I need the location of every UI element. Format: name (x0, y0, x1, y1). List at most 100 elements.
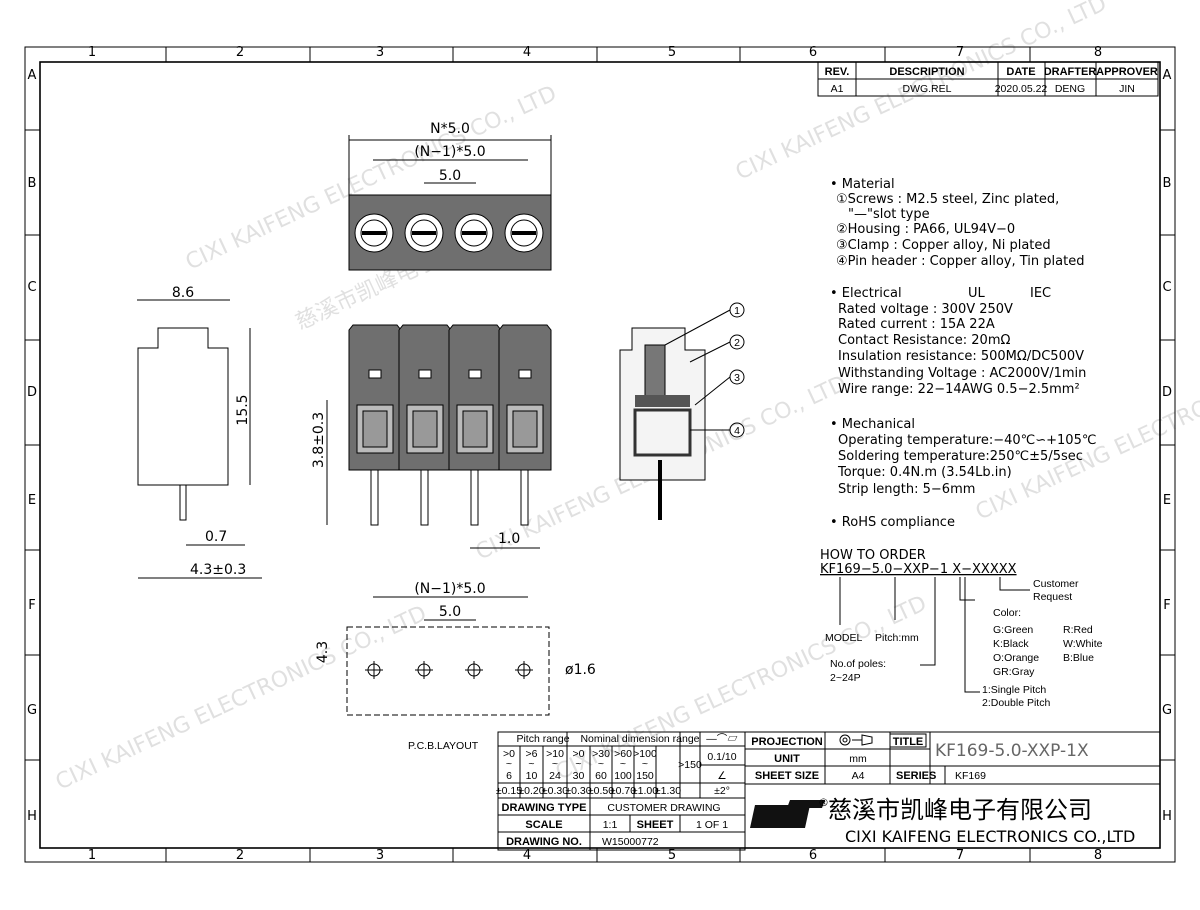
company-name-cn: 慈溪市凯峰电子有限公司 (828, 796, 1092, 824)
drawing-frame (24, 46, 1176, 863)
svg-text:UNIT: UNIT (774, 753, 800, 765)
svg-text:±2°: ±2° (714, 785, 730, 797)
rev-value: A1 (831, 83, 844, 95)
svg-text:Insulation resistance: 500MΩ/D: Insulation resistance: 500MΩ/DC500V (838, 349, 1084, 364)
grid-row-label: B (1163, 176, 1172, 191)
pcb-layout-label: P.C.B.LAYOUT (408, 740, 479, 752)
dim-side-width: 8.6 (172, 285, 194, 301)
pin (370, 469, 379, 526)
svg-text:SCALE: SCALE (525, 819, 562, 831)
svg-text:150: 150 (636, 770, 654, 782)
grid-column-label: 6 (809, 848, 817, 863)
svg-text:DRAWING TYPE: DRAWING TYPE (502, 802, 587, 814)
svg-text:A4: A4 (852, 770, 865, 782)
svg-text:Pitch range: Pitch range (516, 733, 569, 745)
svg-text:• Material: • Material (830, 177, 895, 192)
svg-text:Withstanding Voltage : AC2000V: Withstanding Voltage : AC2000V/1min (838, 366, 1086, 381)
svg-text:∠: ∠ (717, 770, 726, 782)
dim-pcb-height: 4.3 (315, 641, 331, 663)
drawing-title: KF169-5.0-XXP-1X (935, 741, 1089, 761)
svg-text:Nominal dimension range: Nominal dimension range (580, 733, 699, 745)
grid-row-label: H (27, 809, 37, 824)
svg-text:±0.15: ±0.15 (496, 785, 522, 797)
grid-row-label: G (1162, 703, 1172, 718)
grid-column-label: 4 (523, 848, 531, 863)
description-header: DESCRIPTION (889, 66, 964, 78)
svg-text:~: ~ (575, 758, 581, 770)
svg-text:6: 6 (506, 770, 512, 782)
svg-text:>6: >6 (526, 748, 538, 760)
svg-text:Soldering temperature:250℃±5/5: Soldering temperature:250℃±5/5sec (838, 449, 1083, 464)
svg-text:R:Red: R:Red (1063, 624, 1093, 636)
grid-row-label: F (28, 598, 35, 613)
svg-text:HOW TO ORDER: HOW TO ORDER (820, 548, 926, 563)
svg-text:~: ~ (552, 758, 558, 770)
svg-text:±0.30: ±0.30 (542, 785, 568, 797)
svg-text:±0.70: ±0.70 (610, 785, 636, 797)
approver-header: APPROVER (1096, 66, 1158, 78)
pin (420, 469, 429, 526)
svg-text:• Electrical: • Electrical (830, 286, 902, 301)
svg-text:Pitch:mm: Pitch:mm (875, 632, 919, 644)
grid-column-label: 6 (809, 45, 817, 60)
rev-header: REV. (825, 66, 850, 78)
svg-text:®: ® (818, 796, 829, 809)
specifications: • Material ①Screws : M2.5 steel, Zinc pl… (830, 177, 1096, 530)
svg-text:• Mechanical: • Mechanical (830, 417, 915, 432)
svg-text:②Housing : PA66, UL94V−0: ②Housing : PA66, UL94V−0 (836, 222, 1015, 237)
dim-pin-pitch: 1.0 (498, 531, 520, 547)
svg-text:SHEET: SHEET (637, 819, 674, 831)
dim-pcb-pitch: 5.0 (439, 604, 461, 620)
grid-column-label: 3 (376, 45, 384, 60)
svg-text:±1.00: ±1.00 (632, 785, 658, 797)
title-block: DRAWING TYPE CUSTOMER DRAWING SCALE 1:1 … (497, 731, 1161, 851)
svg-text:~: ~ (598, 758, 604, 770)
dim-pin-width: 0.7 (205, 529, 227, 545)
svg-text:>10: >10 (546, 748, 564, 760)
date-header: DATE (1006, 66, 1035, 78)
pin (520, 469, 529, 526)
svg-text:~: ~ (642, 758, 648, 770)
grid-column-label: 1 (88, 45, 96, 60)
svg-text:GR:Gray: GR:Gray (993, 666, 1035, 678)
svg-text:>60: >60 (614, 748, 632, 760)
grid-column-label: 1 (88, 848, 96, 863)
svg-text:Contact Resistance: 20mΩ: Contact Resistance: 20mΩ (838, 333, 1010, 348)
date-value: 2020.05.22 (995, 83, 1048, 95)
svg-text:Rated voltage : 300V 250V: Rated voltage : 300V 250V (838, 302, 1013, 317)
svg-text:• RoHS compliance: • RoHS compliance (830, 515, 955, 530)
svg-text:>0: >0 (503, 748, 515, 760)
grid-column-label: 4 (523, 45, 531, 60)
svg-text:W:White: W:White (1063, 638, 1103, 650)
drafter-header: DRAFTER (1044, 66, 1097, 78)
svg-text:CIXI KAIFENG ELECTRONICS CO.,: CIXI KAIFENG ELECTRONICS CO., LTD (52, 601, 431, 795)
svg-text:2~24P: 2~24P (830, 672, 861, 684)
grid-column-label: 5 (668, 848, 676, 863)
projection-symbol-icon (839, 734, 873, 746)
svg-text:Rated current : 15A 22: Rated current : 15A 22A (838, 317, 995, 332)
svg-text:①Screws : M2.5 steel, Zinc pla: ①Screws : M2.5 steel, Zinc plated, (836, 192, 1059, 207)
grid-column-label: 2 (236, 45, 244, 60)
svg-text:mm: mm (849, 753, 867, 765)
grid-row-label: H (1162, 809, 1172, 824)
approver-value: JIN (1119, 83, 1135, 95)
svg-text:"—"slot type: "—"slot type (848, 207, 930, 222)
top-view: N*5.0 (N−1)*5.0 5.0 (348, 121, 552, 271)
svg-text:4: 4 (734, 425, 740, 437)
svg-text:Operating temperature:−40℃∽+10: Operating temperature:−40℃∽+105℃ (838, 433, 1096, 448)
svg-text:10: 10 (526, 770, 538, 782)
svg-text:Customer: Customer (1033, 578, 1079, 590)
svg-text:UL: UL (968, 286, 986, 301)
description-value: DWG.REL (902, 83, 951, 95)
svg-text:SERIES: SERIES (896, 770, 936, 782)
svg-text:24: 24 (549, 770, 561, 782)
dim-pin-length: 3.8±0.3 (311, 412, 327, 468)
company-logo: ® (750, 796, 829, 828)
svg-text:Request: Request (1033, 591, 1072, 603)
svg-text:>150: >150 (678, 759, 702, 771)
grid-row-label: E (1163, 493, 1171, 508)
svg-text:±0.50: ±0.50 (588, 785, 614, 797)
svg-text:PROJECTION: PROJECTION (751, 736, 823, 748)
